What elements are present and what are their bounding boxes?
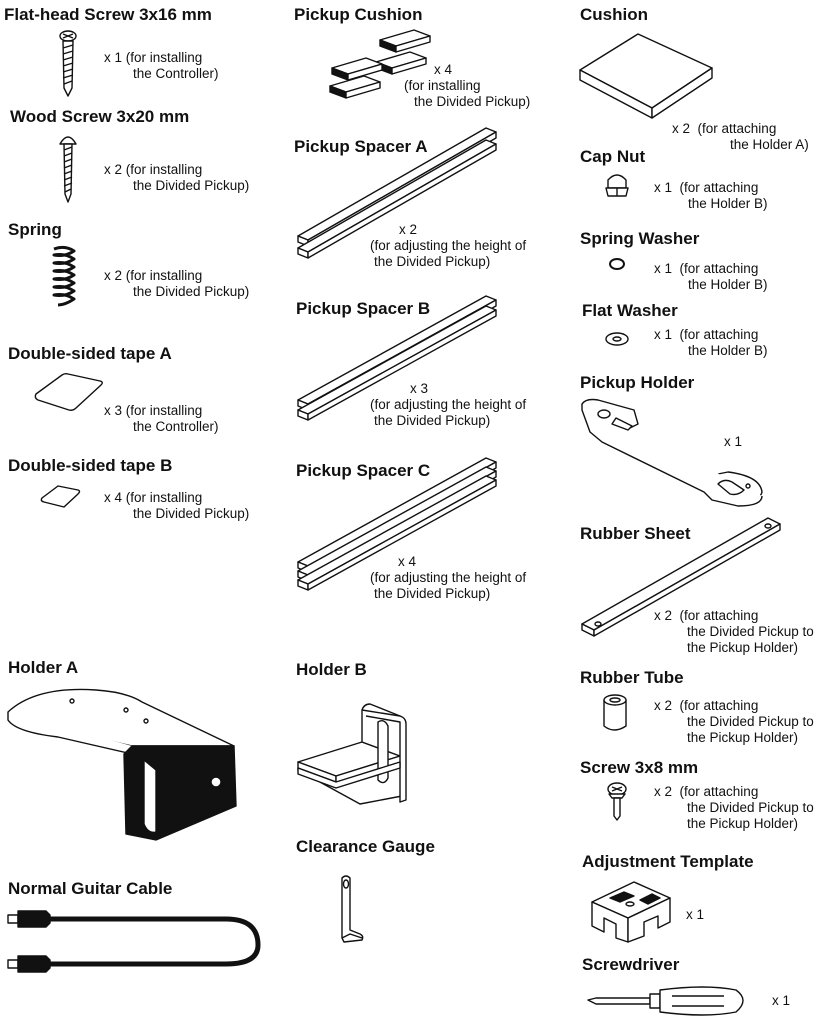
spacer-b-icon	[297, 295, 497, 421]
holder-a-title: Holder A	[8, 658, 79, 677]
spacer-c-icon	[297, 457, 497, 591]
holder-b-title: Holder B	[296, 660, 367, 679]
cap-nut-icon	[605, 174, 629, 197]
spacer-c-qty: x 4 (for adjusting the height of the Div…	[370, 554, 527, 601]
rubber-sheet-icon	[581, 517, 781, 637]
screwdriver-qty: x 1	[772, 993, 791, 1008]
flathead-screw-icon	[59, 30, 77, 97]
tape-b-icon	[40, 485, 81, 508]
flathead-screw-title: Flat-head Screw 3x16 mm	[4, 5, 212, 24]
flathead-screw-qty: x 1 (for installing the Controller)	[104, 50, 219, 81]
tape-a-qty: x 3 (for installing the Controller)	[104, 403, 219, 434]
clearance-gauge-icon	[341, 875, 364, 943]
holder-b-icon	[297, 703, 407, 805]
spacer-a-title: Pickup Spacer A	[294, 137, 428, 156]
pickup-holder-icon	[581, 398, 763, 507]
cap-nut-qty: x 1 (for attaching the Holder B)	[654, 180, 768, 211]
pickup-holder-title: Pickup Holder	[580, 373, 695, 392]
cushion-icon	[579, 33, 713, 119]
rubber-tube-title: Rubber Tube	[580, 668, 684, 687]
spacer-b-qty: x 3 (for adjusting the height of the Div…	[370, 381, 527, 428]
cushion-qty: x 2 (for attaching the Holder A)	[672, 121, 809, 152]
cap-nut-title: Cap Nut	[580, 147, 646, 166]
screwdriver-icon	[587, 986, 744, 1016]
tape-b-qty: x 4 (for installing the Divided Pickup)	[104, 490, 250, 521]
flat-washer-icon	[605, 332, 629, 346]
spring-washer-icon	[609, 258, 625, 270]
tape-a-icon	[34, 372, 103, 411]
adjustment-template-qty: x 1	[686, 907, 705, 922]
screwdriver-title: Screwdriver	[582, 955, 680, 974]
clearance-gauge-title: Clearance Gauge	[296, 837, 435, 856]
pickup-cushion-title: Pickup Cushion	[294, 5, 423, 24]
tape-b-title: Double-sided tape B	[8, 456, 173, 475]
spacer-c-title: Pickup Spacer C	[296, 461, 431, 480]
wood-screw-qty: x 2 (for installing the Divided Pickup)	[104, 162, 250, 193]
wood-screw-icon	[59, 136, 77, 203]
screw-3x8-title: Screw 3x8 mm	[580, 758, 699, 777]
flat-washer-qty: x 1 (for attaching the Holder B)	[654, 327, 768, 358]
spring-icon	[52, 245, 76, 307]
pickup-cushion-qty: x 4 (for installing the Divided Pickup)	[404, 62, 531, 109]
cushion-title: Cushion	[580, 5, 648, 24]
spring-washer-qty: x 1 (for attaching the Holder B)	[654, 261, 768, 292]
rubber-sheet-qty: x 2 (for attaching the Divided Pickup to…	[654, 608, 814, 655]
guitar-cable-title: Normal Guitar Cable	[8, 879, 173, 898]
tape-a-title: Double-sided tape A	[8, 344, 172, 363]
spring-washer-title: Spring Washer	[580, 229, 700, 248]
guitar-cable-icon	[7, 910, 261, 973]
spring-qty: x 2 (for installing the Divided Pickup)	[104, 268, 250, 299]
rubber-tube-qty: x 2 (for attaching the Divided Pickup to…	[654, 698, 814, 745]
adjustment-template-title: Adjustment Template	[582, 852, 754, 871]
spacer-a-qty: x 2 (for adjusting the height of the Div…	[370, 222, 527, 269]
spacer-a-icon	[297, 127, 497, 259]
rubber-sheet-title: Rubber Sheet	[580, 524, 691, 543]
rubber-tube-icon	[603, 694, 627, 731]
wood-screw-title: Wood Screw 3x20 mm	[10, 107, 190, 126]
pickup-holder-qty: x 1	[724, 434, 743, 449]
spring-title: Spring	[8, 220, 62, 239]
screw-3x8-qty: x 2 (for attaching the Divided Pickup to…	[654, 784, 814, 831]
adjustment-template-icon	[591, 881, 671, 943]
flat-washer-title: Flat Washer	[582, 301, 678, 320]
pickup-cushion-icon	[329, 29, 431, 99]
spacer-b-title: Pickup Spacer B	[296, 299, 431, 318]
screw-3x8-icon	[607, 782, 627, 821]
holder-a-icon	[7, 688, 237, 841]
